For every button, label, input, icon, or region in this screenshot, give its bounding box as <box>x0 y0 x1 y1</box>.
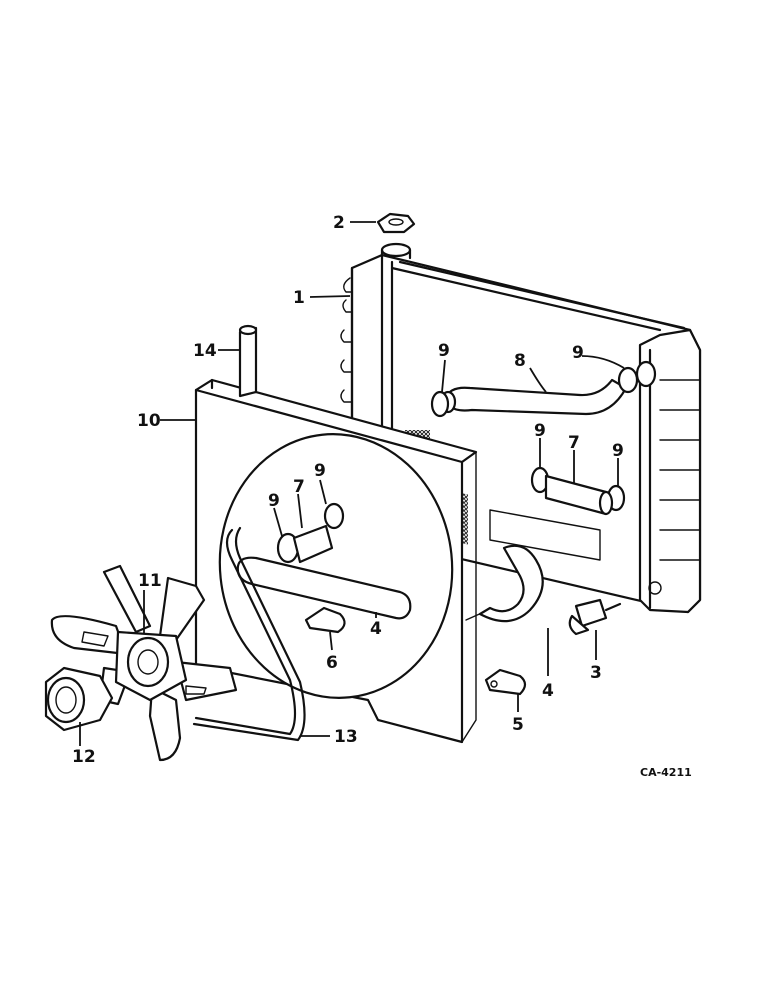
callout-9: 9 <box>572 343 584 363</box>
callout-2: 2 <box>333 213 345 233</box>
callout-9: 9 <box>314 461 326 481</box>
callout-7: 7 <box>568 433 580 453</box>
callout-4: 4 <box>542 681 554 701</box>
leader-lines <box>79 221 625 746</box>
callout-7: 7 <box>293 477 305 497</box>
callout-4: 4 <box>370 619 382 639</box>
callout-11: 11 <box>138 571 162 591</box>
fan-belt <box>192 526 306 742</box>
callout-6: 6 <box>326 653 338 673</box>
callout-13: 13 <box>334 727 358 747</box>
callout-12: 12 <box>72 747 96 767</box>
right-tank-ribs <box>659 379 701 561</box>
fan-shroud <box>194 378 478 744</box>
drain-cock <box>568 598 622 636</box>
upright-pipe <box>238 324 258 398</box>
callout-9: 9 <box>268 491 280 511</box>
fan-spacer <box>44 666 114 732</box>
bracket-5 <box>484 668 527 696</box>
short-hose-right <box>544 474 614 516</box>
callout-5: 5 <box>512 715 524 735</box>
callout-14: 14 <box>193 341 217 361</box>
callout-10: 10 <box>137 411 161 431</box>
callout-3: 3 <box>590 663 602 683</box>
callout-9: 9 <box>612 441 624 461</box>
fan <box>50 564 238 762</box>
callout-9: 9 <box>438 341 450 361</box>
callout-9: 9 <box>534 421 546 441</box>
radiator-cap <box>376 212 416 260</box>
figure-code: CA-4211 <box>640 766 692 779</box>
callout-1: 1 <box>293 288 305 308</box>
callout-8: 8 <box>514 351 526 371</box>
